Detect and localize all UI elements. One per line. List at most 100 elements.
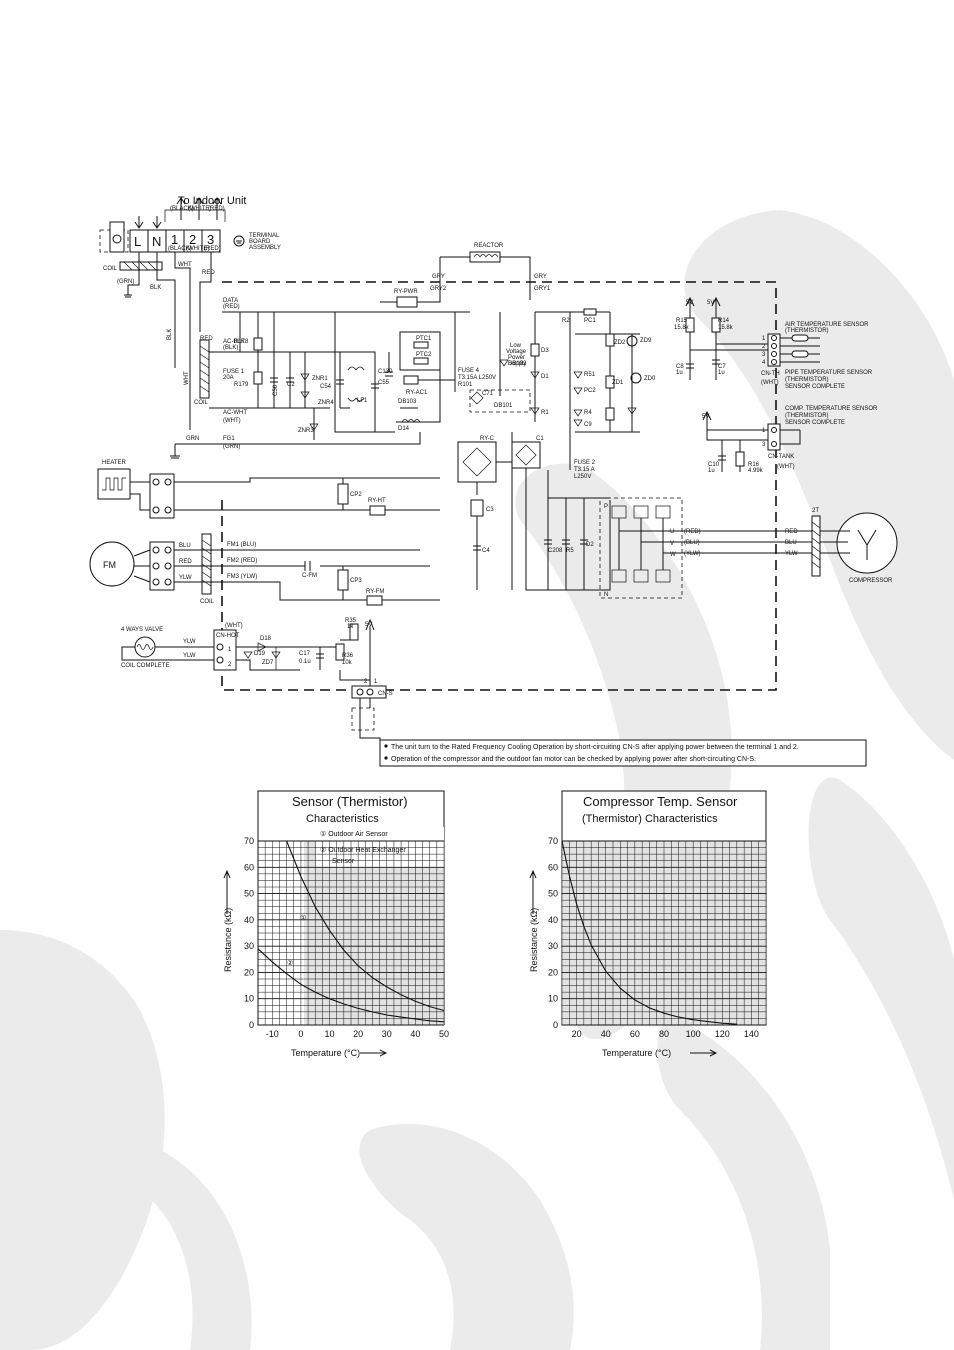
valve-label: 4 WAYS VALVE — [121, 627, 163, 633]
notes-box: The unit turn to the Rated Frequency Coo… — [379, 739, 867, 767]
c1-label: C4 — [482, 548, 490, 554]
gry2-label: GRY2 — [430, 286, 447, 292]
cn-tank-color: (WHT) — [777, 464, 795, 470]
ac-wht-label: AC-WHT — [223, 410, 247, 416]
db101-label: C1 — [536, 436, 544, 442]
chart2-xtick: 60 — [630, 1029, 640, 1039]
inverter-module: P N U V W (RED) (BLU) (YLW) RED BLU YLW … — [599, 497, 898, 599]
c2-label: C2 — [287, 382, 295, 388]
pipe-sensor-sub: (THERMISTOR) — [785, 377, 829, 383]
comp-sensor-label: COMP. TEMPERATURE SENSOR — [785, 406, 878, 412]
d1-label: R2 — [562, 318, 570, 324]
znr1-label: ZNR1 — [312, 376, 328, 382]
c10-label: C10 — [708, 462, 720, 468]
comp-sensor-complete: SENSOR COMPLETE — [785, 420, 845, 426]
fuse1-label: FUSE 1 — [223, 369, 245, 375]
comp-blu-label: BLU — [785, 540, 797, 546]
fuse2-label: FUSE 2 — [574, 460, 596, 466]
grn-label: (GRN) — [117, 279, 134, 285]
ry-c-relay — [470, 499, 484, 517]
terminal-board-line-3: ASSEMBLY — [249, 245, 281, 251]
r101-label: R101 — [458, 382, 473, 388]
zd0-label: C9 — [584, 422, 592, 428]
fg1-sub: (GRN) — [223, 444, 240, 450]
wire-color-black: (BLACK) — [170, 206, 194, 212]
comp-5v-label: 5V — [702, 414, 709, 420]
chart1-xtick: 0 — [298, 1029, 303, 1039]
inverter-w-color: (YLW) — [684, 551, 701, 557]
chart1-xtick: 20 — [353, 1029, 363, 1039]
chart2-ylabel: Resistance (kΩ) — [529, 908, 539, 972]
low-voltage-2: Voltage — [506, 349, 527, 355]
chart2-xtick: 100 — [686, 1029, 701, 1039]
c55-label: C55 — [378, 380, 390, 386]
inverter-w: W — [670, 552, 676, 558]
pipe-thermistor — [791, 350, 809, 358]
pc2-optocoupler — [630, 372, 642, 384]
ac-blk-label: AC-BLK — [223, 339, 245, 345]
cn-s-label: CN-S — [378, 691, 393, 697]
chart2-yarrow-icon — [529, 869, 537, 914]
c208-label: D2 — [586, 542, 594, 548]
compressor-sensor-chart: Compressor Temp. Sensor (Thermistor) Cha… — [529, 790, 767, 1058]
notes-frame — [379, 739, 867, 767]
chart1-ytick: 40 — [244, 915, 254, 925]
ry-fm-relay — [366, 595, 383, 606]
comp-ylw-label: YLW — [785, 551, 798, 557]
pipe-sensor-label: PIPE TEMPERATURE SENSOR — [785, 370, 873, 376]
fm-blu-label: BLU — [179, 543, 191, 549]
chart1-ytick: 30 — [244, 941, 254, 951]
zd2-label: R51 — [584, 372, 596, 378]
cn-hot-pin2: 2 — [228, 662, 232, 668]
r51-label: ZD1 — [612, 380, 624, 386]
main-board-circuit: DATA (RED) REACTOR GRY GRY2 GRY GRY1 RY-… — [170, 243, 656, 591]
r16-value: 4.99k — [748, 468, 764, 474]
ry-ht-label: RY-HT — [368, 498, 386, 504]
chart2-ytick: 30 — [548, 941, 558, 951]
heater-connector — [149, 473, 175, 519]
gry-label-b: GRY — [534, 274, 547, 280]
chart1-xtick: -10 — [266, 1029, 279, 1039]
terminal-label-2: 2 — [189, 232, 196, 247]
cn-th-connector — [767, 333, 781, 367]
chart2-ytick: 40 — [548, 915, 558, 925]
heater-label: HEATER — [102, 460, 127, 466]
red-label: RED — [202, 270, 215, 276]
inverter-u-color: (RED) — [684, 529, 701, 535]
chart1-grid — [257, 840, 445, 1026]
terminal-label-3: 3 — [207, 232, 214, 247]
c54-label: C54 — [320, 384, 332, 390]
ground-terminal — [109, 221, 125, 253]
db102-label: RY-C — [480, 436, 495, 442]
r16-resistor — [735, 451, 745, 467]
grn-wire-label: GRN — [186, 436, 199, 442]
chart1-xarrow-icon — [360, 1049, 388, 1057]
note-1: The unit turn to the Rated Frequency Coo… — [391, 744, 799, 751]
ground-icon — [112, 234, 122, 244]
r16-label: R16 — [748, 462, 760, 468]
chart2-subtitle: (Thermistor) Characteristics — [582, 813, 718, 825]
chart1-subtitle: Characteristics — [306, 813, 379, 825]
terminal-board-ground-icon — [233, 235, 245, 247]
zd7-label: ZD7 — [262, 660, 274, 666]
r179-label: R179 — [234, 382, 249, 388]
fuse4-label: FUSE 4 — [458, 368, 480, 374]
cp3-label: CP3 — [350, 578, 362, 584]
inverter-u: U — [670, 529, 674, 535]
chart1-series1-marker: ① — [300, 914, 306, 922]
r4-resistor — [605, 407, 615, 421]
d19-label: D19 — [254, 651, 266, 657]
inverter-v-color: (BLU) — [684, 540, 700, 546]
four-way-valve-circuit: 4 WAYS VALVE COIL COMPLETE YLW YLW (WHT)… — [121, 618, 375, 690]
r179-resistor — [253, 371, 263, 385]
air-thermistor — [791, 334, 809, 342]
r36-value: 10k — [342, 660, 353, 666]
zd1-label: R4 — [584, 410, 592, 416]
c8-value: 1u — [676, 370, 683, 376]
gry-label-a: GRY — [432, 274, 445, 280]
chart2-series-1-line — [561, 840, 737, 1025]
fm-ylw-label: YLW — [179, 575, 192, 581]
r36-resistor — [335, 643, 345, 661]
chart2-xtick: 40 — [601, 1029, 611, 1039]
terminal-sub-2: (WHITE) — [186, 246, 209, 252]
